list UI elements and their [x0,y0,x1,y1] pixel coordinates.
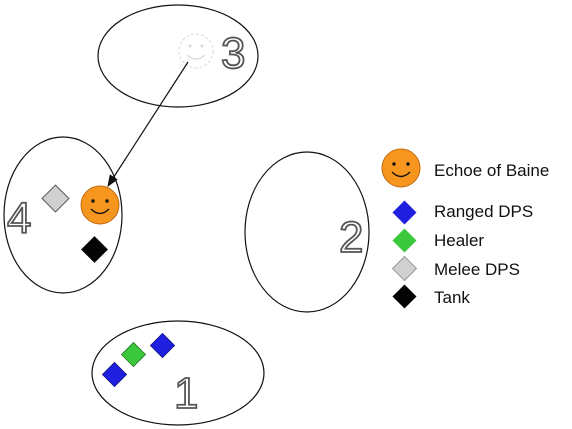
legend [381,148,421,309]
legend-label-boss: Echoe of Baine [434,161,550,180]
legend-label-melee: Melee DPS [434,260,520,279]
platform-3: 3 [97,4,259,108]
boss-face-icon [80,185,120,225]
legend-boss-icon [381,148,421,188]
tank-marker [81,236,108,263]
legend-ranged-icon [392,200,417,225]
boss-ghost-icon [178,33,214,69]
platform-3-number: 3 [221,29,245,78]
platform-1: 1 [91,320,265,426]
legend-melee-icon [391,255,418,282]
ranged-dps-marker [101,361,128,388]
platform-1-number: 1 [174,369,198,418]
platform-4-number: 4 [7,194,31,243]
ranged-dps-marker [149,332,176,359]
healer-marker [120,341,147,368]
melee-dps-marker [41,184,70,213]
legend-label-tank: Tank [434,288,470,307]
legend-label-healer: Healer [434,231,485,250]
platform-2-number: 2 [339,213,363,262]
platform-4: 4 [3,136,123,294]
legend-healer-icon [392,228,417,253]
platform-2: 2 [244,151,370,313]
legend-tank-icon [392,284,417,309]
boss-movement-arrow [107,61,189,188]
legend-label-ranged: Ranged DPS [434,202,534,221]
